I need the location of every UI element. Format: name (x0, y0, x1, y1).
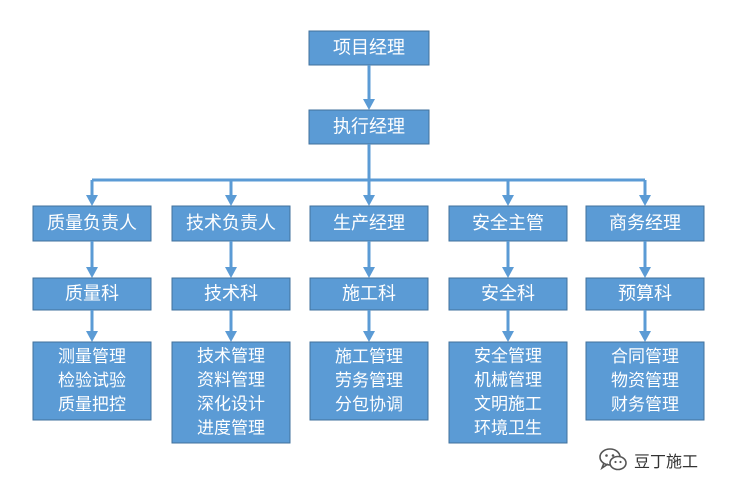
arrowhead (363, 267, 375, 278)
box-duties-4-label: 物资管理 (611, 371, 679, 391)
arrowhead (225, 331, 237, 342)
box-duties-1-label: 进度管理 (197, 419, 265, 439)
box-duties-2-label: 施工管理 (335, 347, 403, 367)
arrowhead (225, 267, 237, 278)
box-duties-4-label: 合同管理 (611, 347, 679, 367)
box-head-1-label: 技术负责人 (186, 213, 276, 234)
watermark-text: 豆丁施工 (634, 452, 699, 471)
box-project-manager-label: 项目经理 (333, 38, 405, 59)
box-duties-3-label: 机械管理 (474, 371, 542, 391)
wechat-icon (599, 448, 627, 471)
box-duties-2-label: 劳务管理 (335, 371, 403, 391)
box-project-manager: 项目经理 (308, 30, 430, 66)
box-executive-manager: 执行经理 (308, 109, 430, 145)
box-head-4-label: 商务经理 (609, 213, 681, 234)
box-duties-1-label: 资料管理 (197, 371, 265, 391)
box-dept-2: 施工科 (309, 277, 429, 311)
box-dept-3: 安全科 (448, 277, 568, 311)
box-duties-1-label: 技术管理 (197, 347, 265, 367)
box-dept-4-label: 预算科 (618, 284, 672, 305)
box-head-2: 生产经理 (309, 205, 429, 242)
arrowhead (86, 331, 98, 342)
box-executive-manager-label: 执行经理 (333, 117, 405, 138)
arrowhead (639, 267, 651, 278)
box-head-1: 技术负责人 (171, 205, 291, 242)
arrowhead (639, 331, 651, 342)
box-dept-1-label: 技术科 (204, 284, 258, 305)
arrowhead (225, 195, 237, 206)
box-head-3: 安全主管 (448, 205, 568, 242)
arrowhead (639, 195, 651, 206)
box-head-2-label: 生产经理 (333, 213, 405, 234)
arrowhead (363, 99, 375, 110)
arrowhead (502, 267, 514, 278)
box-dept-0-label: 质量科 (65, 284, 119, 305)
box-dept-0: 质量科 (32, 277, 152, 311)
box-head-3-label: 安全主管 (472, 213, 544, 234)
box-duties-1-label: 深化设计 (197, 395, 265, 415)
box-dept-2-label: 施工科 (342, 284, 396, 305)
box-duties-4-label: 财务管理 (611, 395, 679, 415)
box-head-0-label: 质量负责人 (47, 213, 137, 234)
box-duties-0-label: 质量把控 (58, 395, 126, 415)
box-duties-3-label: 环境卫生 (474, 419, 542, 439)
box-duties-0-label: 检验试验 (58, 371, 126, 391)
arrowhead (86, 267, 98, 278)
arrowhead (502, 331, 514, 342)
arrowhead (363, 331, 375, 342)
box-duties-0-label: 测量管理 (58, 347, 126, 367)
box-dept-4: 预算科 (585, 277, 705, 311)
box-head-0: 质量负责人 (32, 205, 152, 242)
box-duties-2-label: 分包协调 (335, 395, 403, 415)
box-duties-3-label: 安全管理 (474, 347, 542, 367)
box-head-4: 商务经理 (585, 205, 705, 242)
arrowhead (502, 195, 514, 206)
box-duties-3-label: 文明施工 (474, 395, 542, 415)
arrowhead (363, 195, 375, 206)
box-dept-3-label: 安全科 (481, 284, 535, 305)
arrowhead (86, 195, 98, 206)
watermark: 豆丁施工 (598, 446, 698, 474)
box-dept-1: 技术科 (171, 277, 291, 311)
